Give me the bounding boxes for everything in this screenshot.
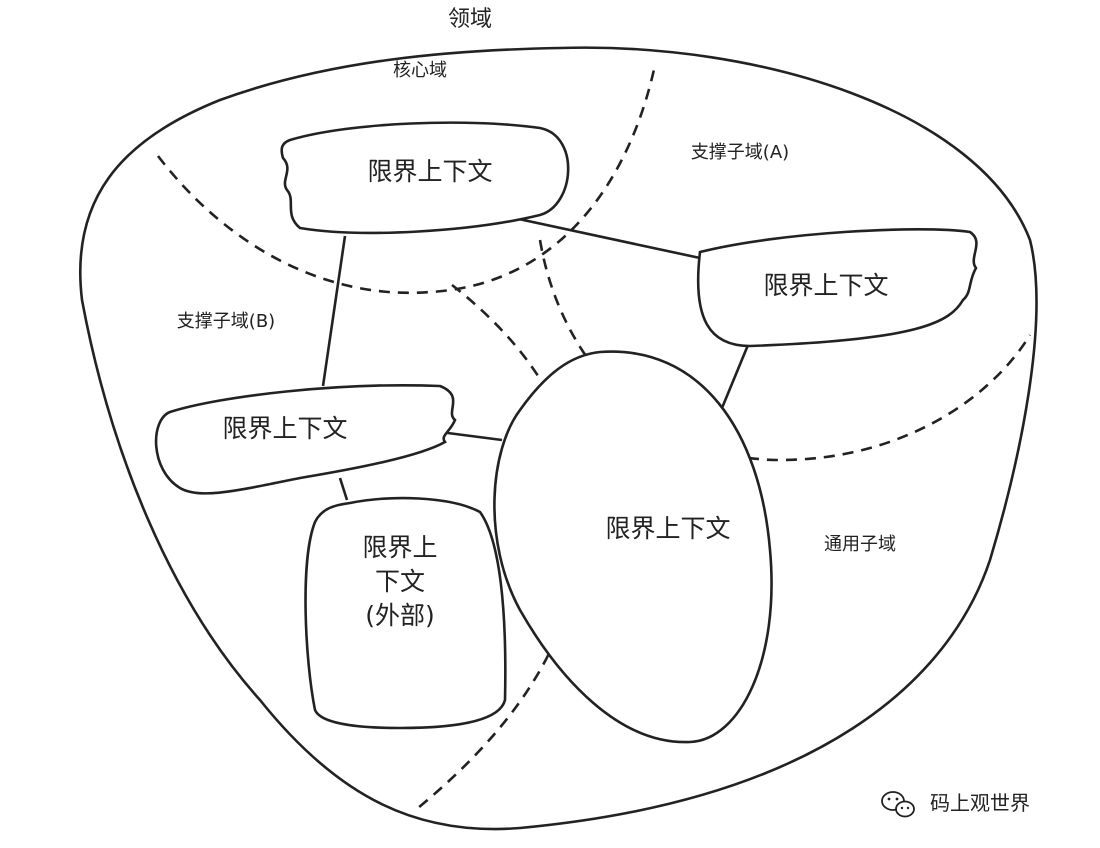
bounded-context-center-label: 限界上下文 xyxy=(605,514,730,543)
bounded-context-right-shape xyxy=(696,228,978,348)
wechat-icon xyxy=(881,791,915,818)
link-right-center xyxy=(720,344,750,409)
bounded-context-left-label: 限界上下文 xyxy=(222,414,347,443)
bounded-context-right-label: 限界上下文 xyxy=(763,271,888,300)
domain-boundary xyxy=(79,46,1038,831)
support-b-subdomain-label: 支撑子域(B) xyxy=(177,311,275,332)
bounded-context-top-shape xyxy=(280,121,570,235)
generic-subdomain-label: 通用子域 xyxy=(824,534,896,555)
watermark-text: 码上观世界 xyxy=(930,791,1030,815)
core-subdomain-boundary xyxy=(156,64,657,295)
bounded-context-center-shape xyxy=(493,350,773,744)
bounded-context-external-label-line1: 限界上 xyxy=(362,533,437,562)
support-a-subdomain-label: 支撑子域(A) xyxy=(691,142,789,163)
bounded-context-top-label: 限界上下文 xyxy=(367,157,492,186)
bounded-context-external-label-line2: 下文 xyxy=(375,567,425,596)
link-top-right xyxy=(499,213,701,260)
link-left-external xyxy=(338,477,349,501)
core-subdomain-label: 核心域 xyxy=(393,60,447,81)
support-b-generic-boundary xyxy=(417,283,582,810)
link-top-left xyxy=(321,235,347,387)
bounded-context-left-shape xyxy=(154,384,457,495)
link-left-center xyxy=(439,430,503,442)
bounded-context-external-shape xyxy=(304,496,507,730)
bounded-context-external-label-line3: (外部) xyxy=(365,601,435,630)
domain-title: 领域 xyxy=(448,7,492,32)
